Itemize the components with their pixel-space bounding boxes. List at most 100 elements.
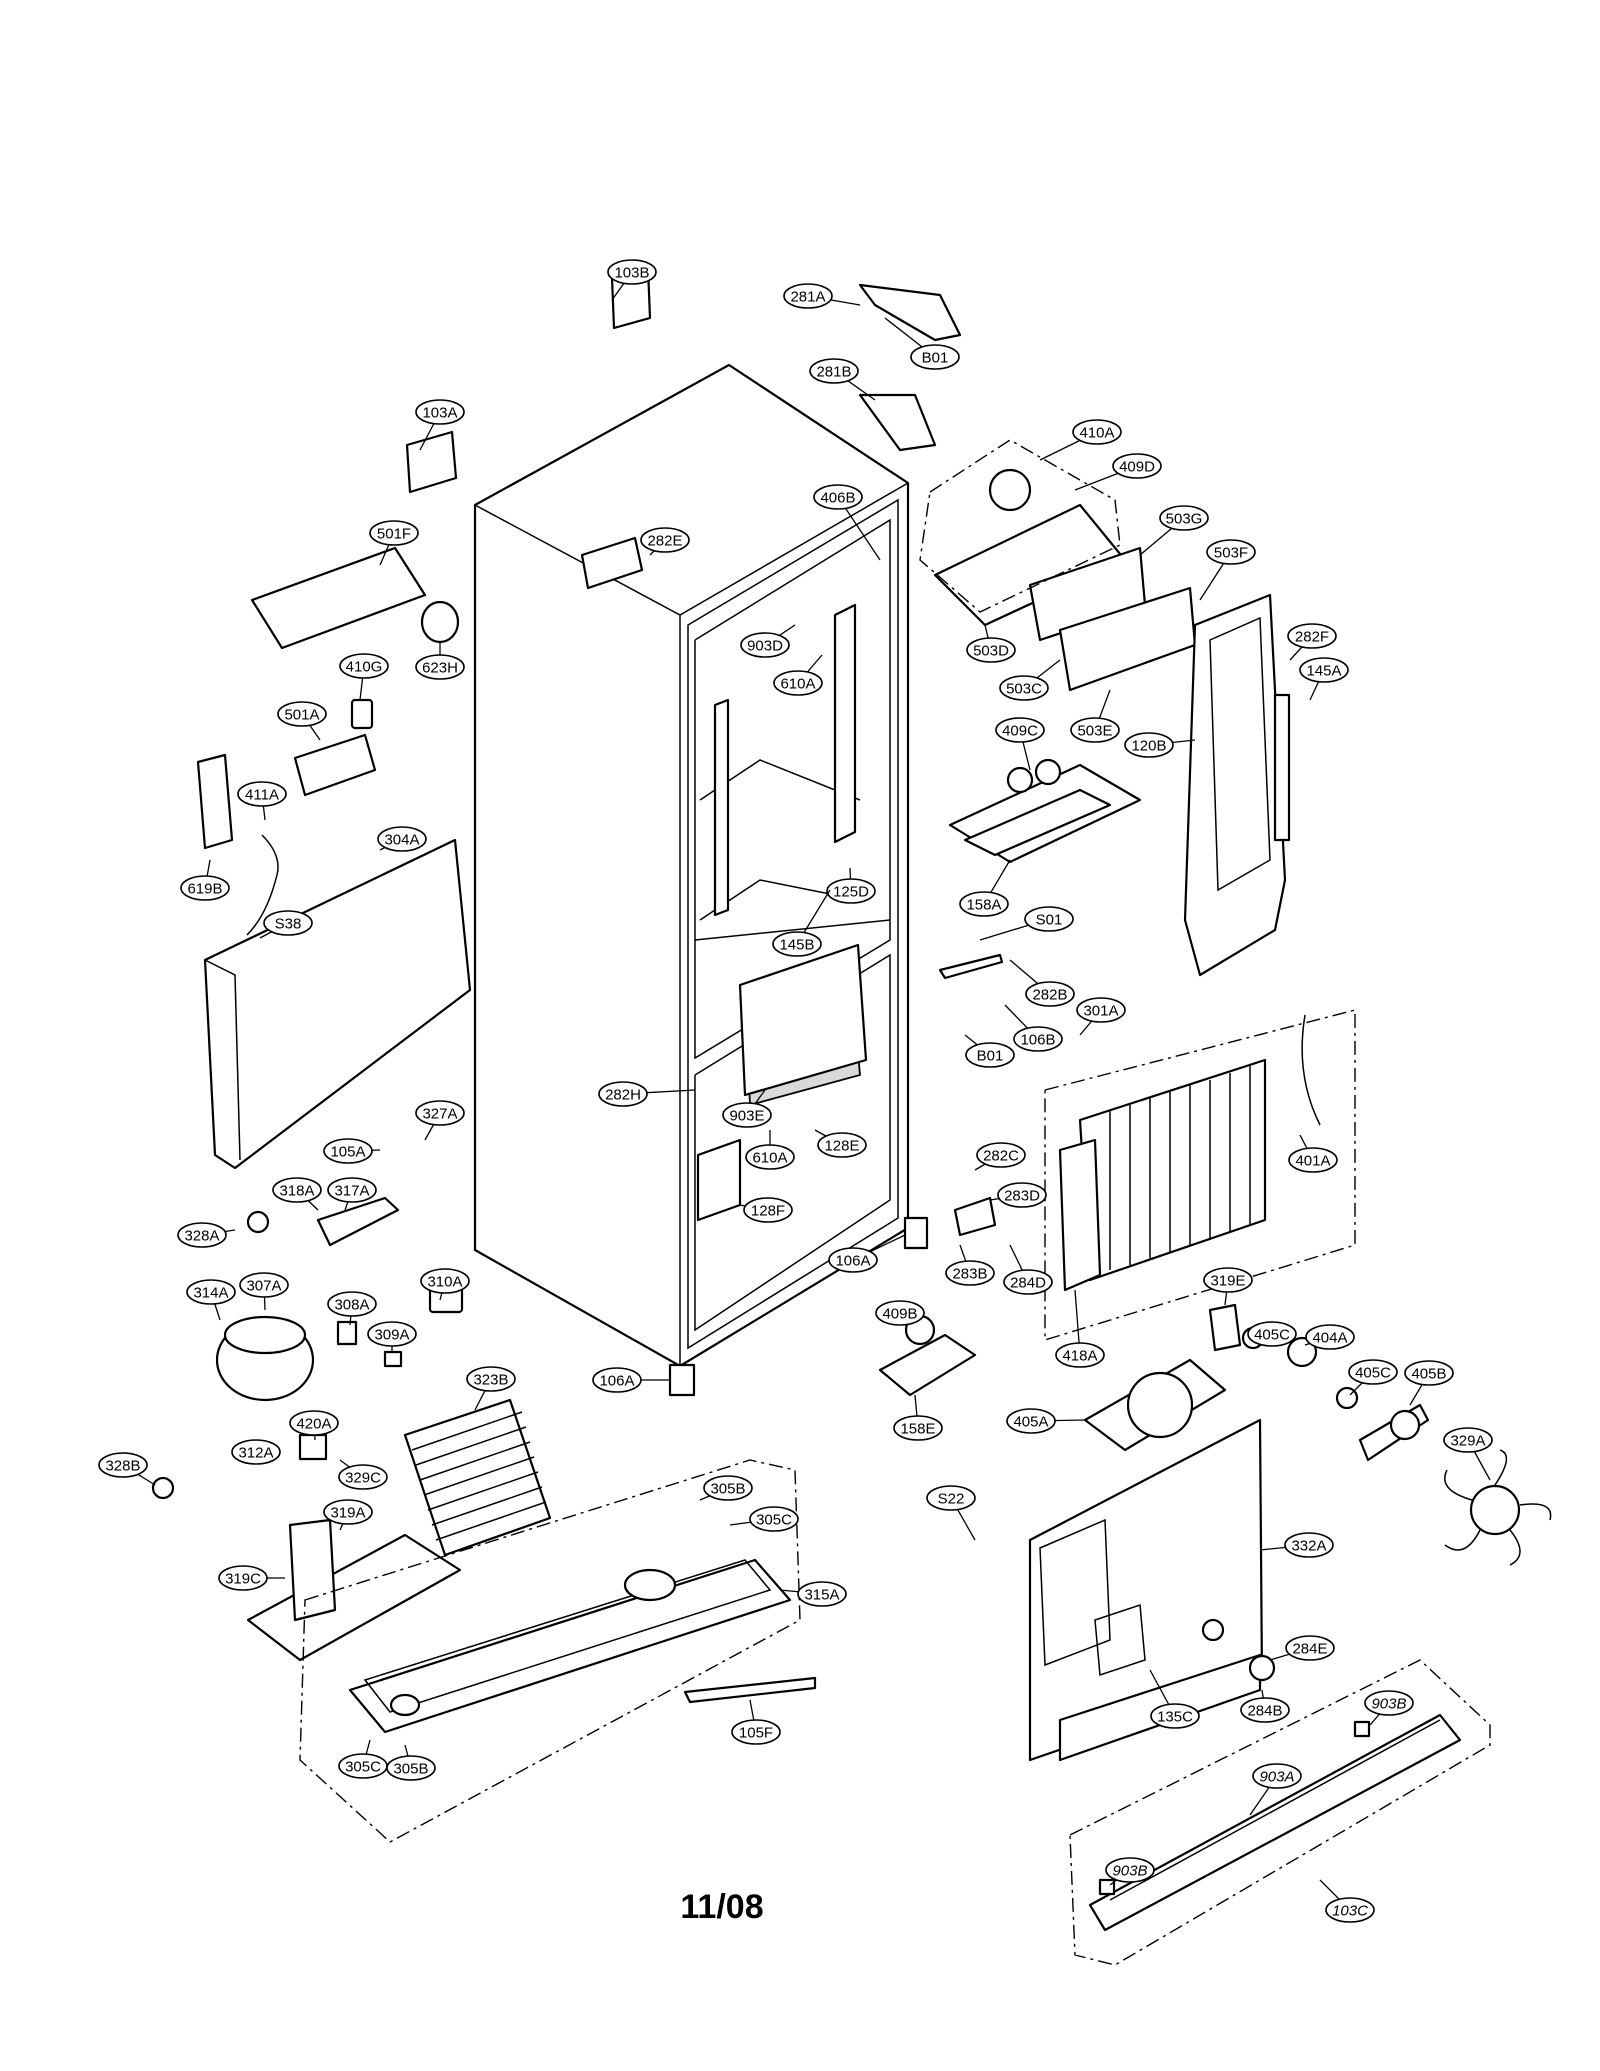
part-callout-b01: B01	[964, 1034, 1015, 1068]
part-number-label: S01	[1036, 912, 1063, 929]
part-number-label: 410A	[1079, 425, 1114, 442]
part-number-label: 903B	[1371, 1696, 1406, 1713]
callout-oval	[327, 1177, 377, 1203]
part-callout-503g: 503G	[1139, 505, 1209, 556]
callout-oval	[703, 1475, 753, 1501]
callout-oval	[773, 670, 823, 696]
part-number-label: 610A	[780, 676, 815, 693]
page-number: 11/08	[680, 1888, 763, 1926]
part-number-label: 503C	[1006, 681, 1042, 698]
part-callout-409d: 409D	[1074, 453, 1162, 491]
part-callout-135c: 135C	[1149, 1669, 1200, 1729]
callout-oval	[740, 632, 790, 658]
part-callout-305b: 305B	[386, 1744, 436, 1781]
callout-oval	[1364, 1690, 1414, 1716]
callout-oval	[1159, 505, 1209, 531]
part-callout-301a: 301A	[1076, 997, 1126, 1036]
part-callout-503d: 503D	[966, 624, 1016, 663]
part-number-label: 319C	[225, 1571, 261, 1588]
part-number-label: 128E	[824, 1138, 859, 1155]
callout-oval	[875, 1300, 925, 1326]
callout-oval	[1150, 1703, 1200, 1729]
callout-oval	[323, 1499, 373, 1525]
callout-oval	[1284, 1532, 1334, 1558]
part-callout-903e: 903E	[722, 1089, 772, 1128]
part-callout-284d: 284D	[1003, 1244, 1053, 1295]
part-number-label: 283D	[1004, 1188, 1040, 1205]
grille-332A	[1028, 1418, 1276, 1762]
part-callout-405c: 405C	[1247, 1321, 1297, 1347]
part-number-label: 305B	[710, 1481, 745, 1498]
callout-oval	[1105, 1857, 1155, 1883]
callout-oval	[1024, 906, 1074, 932]
callout-oval	[369, 520, 419, 546]
callout-oval	[813, 484, 863, 510]
callout-oval	[186, 1279, 236, 1305]
base-plate	[299, 1459, 817, 1843]
bracket-106-283	[668, 953, 1004, 1397]
callout-oval	[999, 675, 1049, 701]
callout-oval	[420, 1268, 470, 1294]
callout-oval	[277, 701, 327, 727]
callout-oval	[966, 637, 1016, 663]
callout-oval	[910, 344, 960, 370]
lamp-housing-group	[919, 439, 1197, 692]
callout-oval	[1287, 623, 1337, 649]
part-number-label: 411A	[245, 787, 279, 804]
part-number-label: 284B	[1247, 1703, 1282, 1720]
part-number-label: 281B	[816, 364, 851, 381]
part-callout-158e: 158E	[893, 1394, 943, 1441]
callout-oval	[327, 1291, 377, 1317]
callout-oval	[997, 1182, 1047, 1208]
part-number-label: 323B	[473, 1372, 508, 1389]
part-callout-404a: 404A	[1304, 1324, 1355, 1350]
part-callout-282h: 282H	[598, 1081, 696, 1107]
callout-oval	[592, 1367, 642, 1393]
part-callout-282f: 282F	[1287, 623, 1337, 661]
callout-oval	[415, 654, 465, 680]
callout-oval	[598, 1081, 648, 1107]
part-callout-145a: 145A	[1299, 657, 1349, 701]
part-callout-120b: 120B	[1124, 732, 1196, 758]
part-callout-410g: 410G	[339, 653, 389, 701]
evaporator-301A	[1044, 1009, 1356, 1341]
part-callout-610a: 610A	[773, 654, 823, 696]
callout-oval	[1348, 1359, 1398, 1385]
callout-oval	[607, 259, 657, 285]
part-callout-318a: 318A	[272, 1177, 322, 1211]
callout-oval	[415, 399, 465, 425]
part-callout-405a: 405A	[1006, 1408, 1086, 1434]
part-number-label: 304A	[384, 832, 419, 849]
callout-oval	[1288, 1147, 1338, 1173]
part-number-label: 308A	[334, 1297, 369, 1314]
part-callouts: 103B281AB01281B103A410A409D406B503G282E5…	[98, 259, 1493, 1923]
part-callout-105f: 105F	[731, 1699, 781, 1745]
callout-oval	[1285, 1635, 1335, 1661]
part-number-label: 903E	[729, 1108, 764, 1125]
part-callout-312a: 312A	[231, 1439, 281, 1465]
callout-oval	[1124, 732, 1174, 758]
part-number-label: 103C	[1332, 1903, 1368, 1920]
part-number-label: 106A	[599, 1373, 634, 1390]
callout-oval	[323, 1138, 373, 1164]
callout-oval	[772, 931, 822, 957]
part-callout-501f: 501F	[369, 520, 419, 566]
part-callout-409c: 409C	[995, 717, 1045, 771]
part-callout-145b: 145B	[772, 889, 831, 957]
part-callout-405b: 405B	[1404, 1360, 1454, 1406]
callout-oval	[959, 891, 1009, 917]
part-number-label: 418A	[1062, 1348, 1097, 1365]
compressor-group	[151, 1196, 464, 1500]
drain-pan	[246, 1518, 462, 1662]
part-callout-128e: 128E	[814, 1129, 867, 1158]
part-callout-103c: 103C	[1319, 1879, 1375, 1923]
callout-oval	[1070, 717, 1120, 743]
part-callout-328a: 328A	[177, 1222, 236, 1248]
callout-oval	[339, 653, 389, 679]
part-number-label: 103A	[422, 405, 457, 422]
lamp-409B	[878, 1314, 977, 1397]
left-cover-parts	[196, 430, 460, 936]
part-callout-105a: 105A	[323, 1138, 381, 1164]
part-callout-305c: 305C	[338, 1739, 388, 1779]
part-number-label: 310A	[427, 1274, 462, 1291]
